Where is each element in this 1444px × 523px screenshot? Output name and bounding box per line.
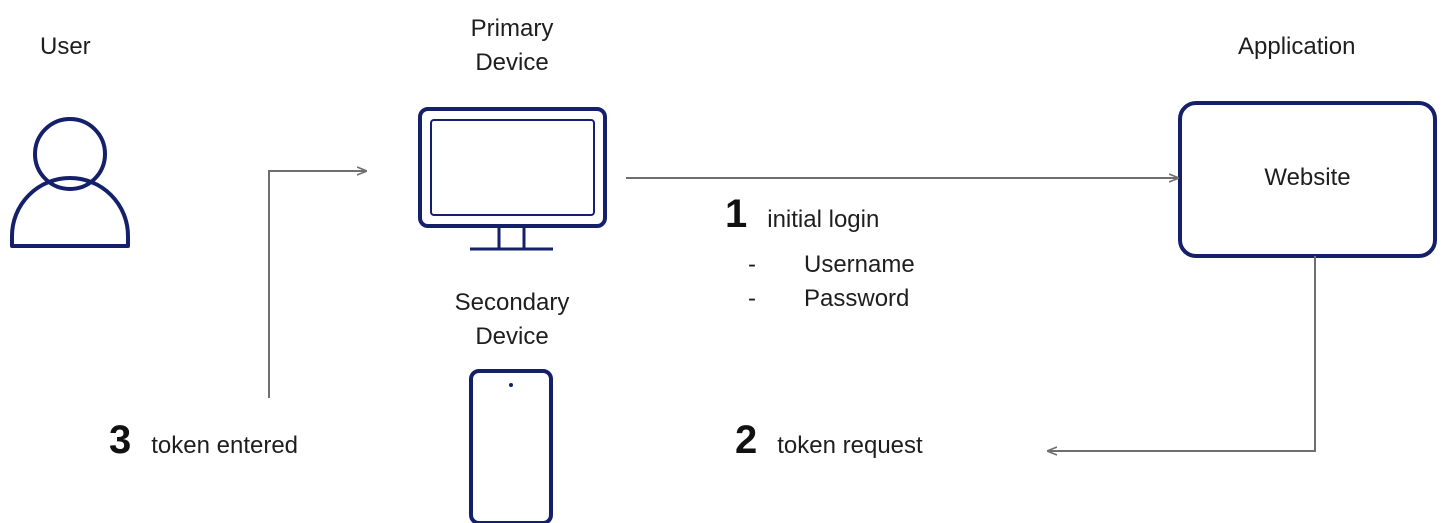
step-3-label: token entered — [151, 432, 299, 459]
primary-device-label-line2: Device — [475, 49, 549, 76]
step-2-label: token request — [777, 432, 923, 459]
step-3: 3 token entered — [109, 418, 298, 463]
person-icon — [10, 117, 130, 248]
monitor-icon — [418, 107, 607, 251]
website-box — [1178, 101, 1437, 258]
arrow-token-request — [1048, 256, 1316, 451]
step-1-number: 1 — [725, 192, 748, 236]
bullet-dash: - — [748, 285, 756, 312]
bullet-dash: - — [748, 251, 756, 278]
step-1-label: initial login — [767, 206, 880, 233]
phone-icon — [469, 369, 553, 523]
step-1: 1 initial login — [725, 192, 879, 237]
secondary-device-label: Secondary Device — [422, 286, 602, 354]
secondary-device-label-line1: Secondary — [454, 289, 570, 316]
step-1-detail-username: - Username — [748, 251, 915, 279]
step-1-detail-password-text: Password — [804, 285, 910, 312]
application-label: Application — [1238, 33, 1356, 60]
secondary-device-label-line2: Device — [475, 323, 549, 350]
step-2: 2 token request — [735, 418, 923, 463]
primary-device-label: Primary Device — [432, 12, 592, 80]
step-1-detail-password: - Password — [748, 285, 909, 313]
primary-device-label-line1: Primary — [470, 15, 554, 42]
step-3-number: 3 — [109, 418, 132, 462]
user-label: User — [40, 33, 91, 60]
step-1-detail-username-text: Username — [804, 251, 915, 278]
step-2-number: 2 — [735, 418, 758, 462]
website-label: Website — [1264, 164, 1351, 191]
arrow-token-entered — [268, 171, 366, 398]
